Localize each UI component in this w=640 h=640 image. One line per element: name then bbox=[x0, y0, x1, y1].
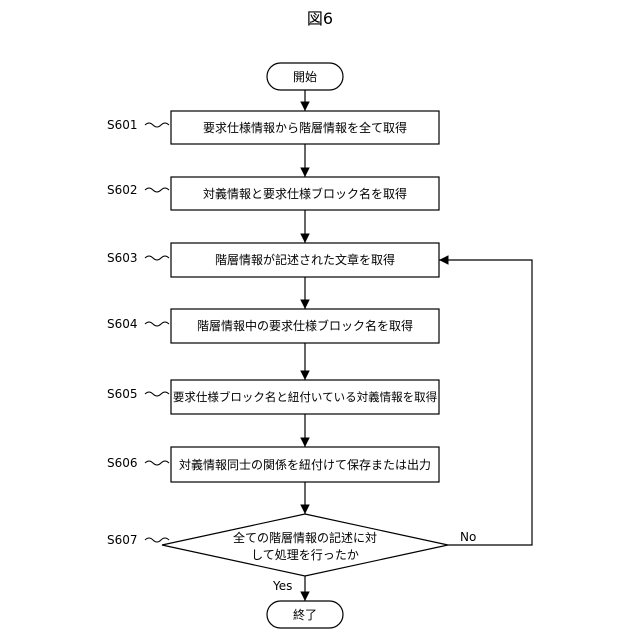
step-text: 階層情報中の要求仕様ブロック名を取得 bbox=[197, 318, 413, 333]
step-text: 階層情報が記述された文章を取得 bbox=[215, 252, 395, 267]
yes-label: Yes bbox=[272, 579, 292, 593]
decision-text-line1: 全ての階層情報の記述に対 bbox=[233, 530, 377, 545]
step-id: S601 bbox=[107, 118, 138, 132]
leader-squiggle bbox=[145, 256, 169, 260]
step-text: 対義情報と要求仕様ブロック名を取得 bbox=[203, 186, 407, 201]
end-terminal: 終了 bbox=[267, 601, 343, 628]
decision-diamond bbox=[162, 514, 448, 576]
decision-text-line2: して処理を行ったか bbox=[251, 548, 359, 562]
decision-step: S607 全ての階層情報の記述に対 して処理を行ったか bbox=[107, 514, 448, 576]
step-id: S603 bbox=[107, 251, 138, 265]
leader-squiggle bbox=[145, 123, 169, 127]
figure-title: 図6 bbox=[307, 9, 333, 28]
step-id: S606 bbox=[107, 456, 138, 470]
no-branch-connector bbox=[439, 260, 532, 545]
process-step: S601 要求仕様情報から階層情報を全て取得 bbox=[107, 111, 439, 144]
step-text: 要求仕様ブロック名と紐付いている対義情報を取得 bbox=[173, 390, 437, 404]
no-label: No bbox=[460, 530, 476, 544]
step-text: 要求仕様情報から階層情報を全て取得 bbox=[203, 120, 407, 135]
leader-squiggle bbox=[145, 461, 169, 465]
step-id: S607 bbox=[107, 533, 138, 547]
process-step: S605 要求仕様ブロック名と紐付いている対義情報を取得 bbox=[107, 380, 439, 414]
leader-squiggle bbox=[145, 188, 169, 192]
step-id: S602 bbox=[107, 183, 138, 197]
step-text: 対義情報同士の関係を紐付けて保存または出力 bbox=[179, 457, 431, 472]
step-id: S605 bbox=[107, 387, 138, 401]
process-step: S602 対義情報と要求仕様ブロック名を取得 bbox=[107, 177, 439, 210]
process-step: S604 階層情報中の要求仕様ブロック名を取得 bbox=[107, 309, 439, 343]
leader-squiggle bbox=[145, 538, 169, 542]
process-step: S606 対義情報同士の関係を紐付けて保存または出力 bbox=[107, 447, 439, 482]
process-step: S603 階層情報が記述された文章を取得 bbox=[107, 243, 439, 277]
start-terminal: 開始 bbox=[267, 63, 343, 90]
leader-squiggle bbox=[145, 322, 169, 326]
end-label: 終了 bbox=[293, 607, 317, 622]
start-label: 開始 bbox=[293, 70, 317, 84]
leader-squiggle bbox=[145, 392, 169, 396]
step-id: S604 bbox=[107, 317, 138, 331]
